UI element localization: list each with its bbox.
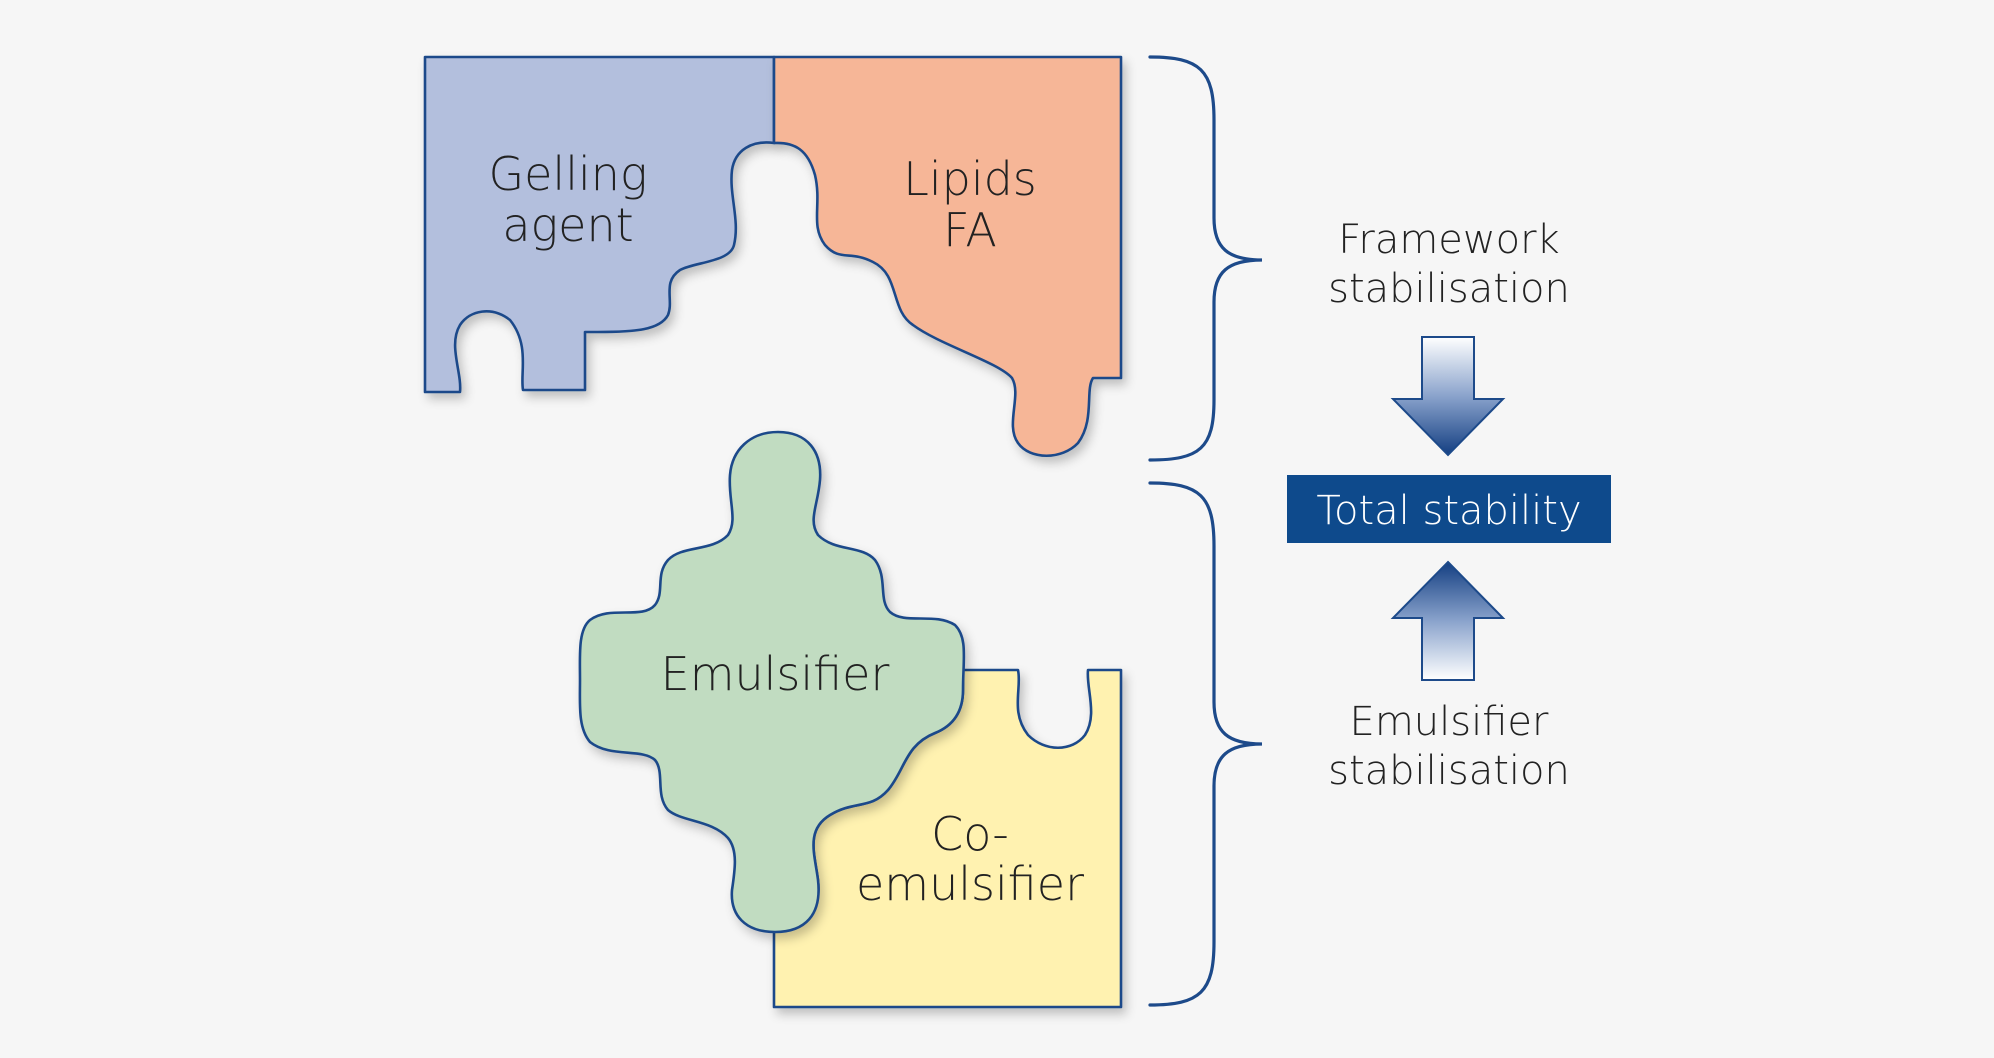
co-emulsifier-label-1: Co- (931, 807, 1009, 861)
framework-label-1: Framework (1338, 217, 1559, 263)
total-stability-label: Total stability (1316, 488, 1581, 534)
co-emulsifier-label-2: emulsifier (856, 857, 1084, 911)
lipids-fa-label-2: FA (943, 203, 997, 257)
up-arrow-icon (1390, 560, 1506, 681)
framework-brace (1148, 55, 1263, 462)
lipids-fa-label-1: Lipids (903, 152, 1037, 206)
emulsifier-stab-label-1: Emulsifier (1350, 699, 1549, 745)
emulsifier-label: Emulsifier (661, 647, 890, 701)
emulsifier-stab-label-2: stabilisation (1328, 748, 1570, 794)
emulsifier-piece (578, 430, 966, 934)
emulsifier-brace (1148, 481, 1263, 1007)
total-stability-box (1287, 475, 1611, 543)
down-arrow-icon (1390, 336, 1506, 457)
lipids-fa-piece (772, 55, 1123, 457)
gelling-agent-piece (423, 55, 776, 394)
gelling-agent-label-2: agent (502, 198, 633, 252)
gelling-agent-label-1: Gelling (488, 147, 647, 201)
framework-label-2: stabilisation (1328, 266, 1570, 312)
